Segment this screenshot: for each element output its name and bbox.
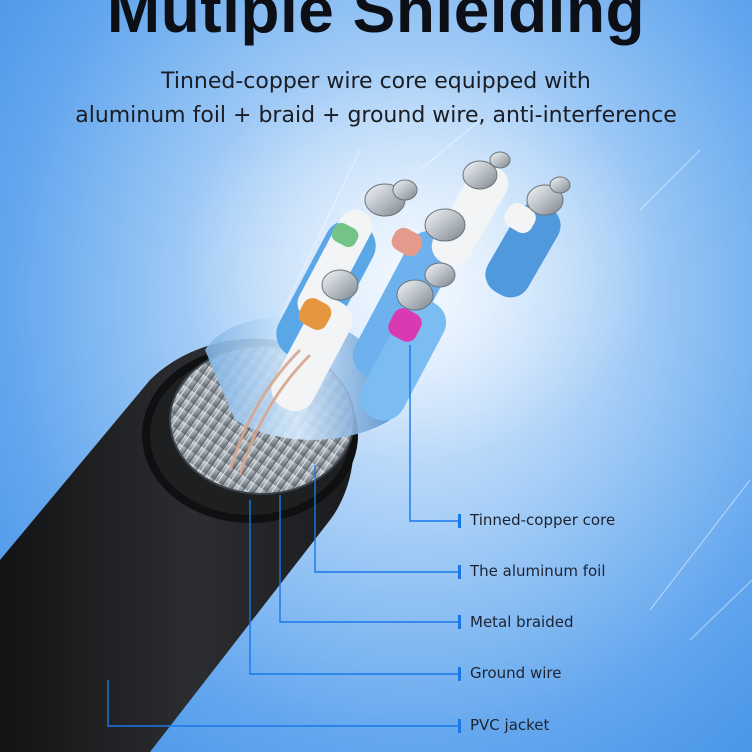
callout-marker bbox=[458, 565, 461, 579]
callout-tinned-copper-core: Tinned-copper core bbox=[470, 511, 616, 529]
callout-ground-wire: Ground wire bbox=[470, 664, 562, 682]
subtitle-line-2: aluminum foil + braid + ground wire, ant… bbox=[75, 103, 677, 128]
callout-pvc-jacket: PVC jacket bbox=[470, 716, 550, 734]
callout-aluminum-foil: The aluminum foil bbox=[470, 562, 606, 580]
callout-marker bbox=[458, 514, 461, 528]
callout-marker bbox=[458, 615, 461, 629]
subtitle-line-1: Tinned-copper wire core equipped with bbox=[161, 69, 591, 94]
callout-marker bbox=[458, 667, 461, 681]
headline: Mutiple Shielding bbox=[106, 0, 646, 46]
callout-metal-braided: Metal braided bbox=[470, 613, 574, 631]
callout-marker bbox=[458, 719, 461, 733]
